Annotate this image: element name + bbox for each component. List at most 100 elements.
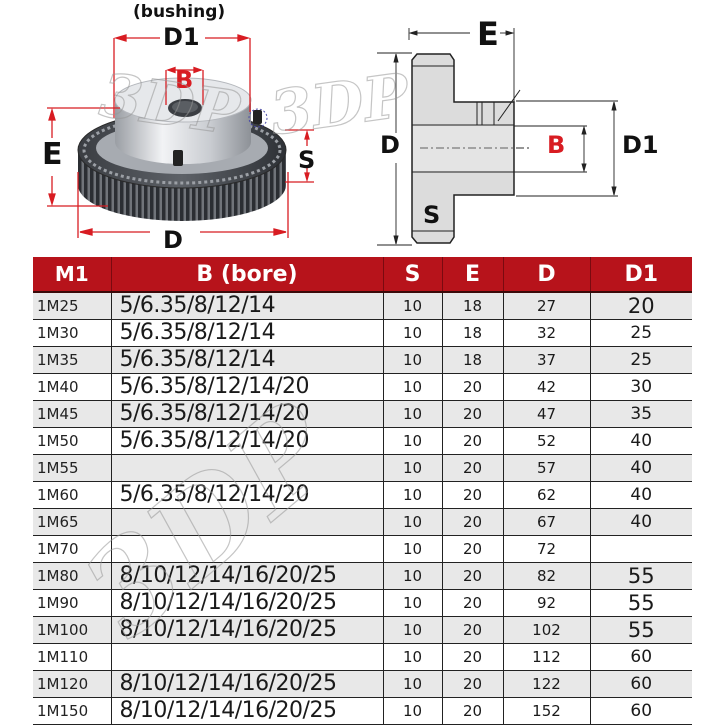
cell-bore: 5/6.35/8/12/14 [110,319,383,347]
cell-d1: 55 [589,589,692,617]
cell-d1: 20 [589,292,692,320]
photo-e-label: E [42,137,63,172]
cell-d1: 40 [589,427,692,455]
header-d1: D1 [590,257,692,293]
cell-d1: 35 [589,400,692,428]
cell-s: 10 [382,319,442,347]
cell-d1 [589,535,692,563]
cell-s: 10 [382,400,442,428]
photo-s-label: S [298,146,316,174]
cell-d1: 55 [589,616,692,644]
drawing-b-label: B [547,131,566,159]
cell-model: 1M60 [33,481,111,509]
cell-e: 20 [441,589,503,617]
header-e: E [442,257,504,293]
gear-cross-section-drawing [377,28,618,246]
cell-d: 42 [502,373,590,401]
cell-bore: 8/10/12/14/16/20/25 [110,670,383,698]
cell-bore: 5/6.35/8/12/14 [110,346,383,374]
cell-s: 10 [382,643,442,671]
cell-model: 1M70 [33,535,111,563]
cell-d: 112 [502,643,590,671]
cell-model: 1M40 [33,373,111,401]
gear-diagram-area: (bushing) D1 B E S D [0,0,725,255]
cell-bore: 5/6.35/8/12/14/20 [110,373,383,401]
drawing-s-label: S [423,201,441,229]
cell-model: 1M65 [33,508,111,536]
cell-model: 1M150 [33,697,111,725]
cell-d: 62 [502,481,590,509]
cell-s: 10 [382,616,442,644]
cell-model: 1M55 [33,454,111,482]
cell-s: 10 [382,292,442,320]
cell-s: 10 [382,670,442,698]
cell-d: 67 [502,508,590,536]
photo-d-label: D [163,226,183,254]
cell-e: 20 [441,643,503,671]
bushing-label: (bushing) [133,2,226,22]
cell-e: 20 [441,697,503,725]
cell-d1: 30 [589,373,692,401]
cell-bore: 5/6.35/8/12/14/20 [110,400,383,428]
cell-s: 10 [382,481,442,509]
cell-model: 1M90 [33,589,111,617]
cell-e: 20 [441,400,503,428]
cell-e: 18 [441,292,503,320]
cell-model: 1M80 [33,562,111,590]
cell-s: 10 [382,562,442,590]
cell-model: 1M25 [33,292,111,320]
cell-bore [110,454,383,482]
cell-s: 10 [382,508,442,536]
cell-bore [110,643,383,671]
cell-d1: 40 [589,481,692,509]
drawing-d1-label: D1 [622,131,659,159]
cell-e: 20 [441,562,503,590]
cell-s: 10 [382,589,442,617]
cell-d1: 25 [589,346,692,374]
drawing-e-label: E [477,15,499,53]
cell-model: 1M45 [33,400,111,428]
cell-d1: 60 [589,643,692,671]
header-d: D [503,257,591,293]
cell-model: 1M100 [33,616,111,644]
cell-d: 152 [502,697,590,725]
cell-s: 10 [382,373,442,401]
cell-d1: 60 [589,670,692,698]
cell-s: 10 [382,346,442,374]
cell-d1: 40 [589,454,692,482]
cell-e: 20 [441,616,503,644]
cell-e: 20 [441,481,503,509]
cell-d: 37 [502,346,590,374]
cell-d: 27 [502,292,590,320]
cell-d: 92 [502,589,590,617]
cell-model: 1M35 [33,346,111,374]
cell-d: 82 [502,562,590,590]
cell-d: 52 [502,427,590,455]
cell-d1: 60 [589,697,692,725]
cell-model: 1M30 [33,319,111,347]
cell-e: 20 [441,454,503,482]
cell-s: 10 [382,427,442,455]
cell-d: 102 [502,616,590,644]
cell-bore [110,508,383,536]
cell-d: 72 [502,535,590,563]
cell-e: 20 [441,535,503,563]
cell-bore: 8/10/12/14/16/20/25 [110,616,383,644]
cell-model: 1M50 [33,427,111,455]
cell-bore: 8/10/12/14/16/20/25 [110,589,383,617]
cell-e: 20 [441,427,503,455]
cell-d1: 55 [589,562,692,590]
cell-bore: 8/10/12/14/16/20/25 [110,562,383,590]
cell-s: 10 [382,535,442,563]
cell-e: 18 [441,346,503,374]
header-bore: B (bore) [111,257,384,293]
drawing-d-label: D [380,131,400,159]
